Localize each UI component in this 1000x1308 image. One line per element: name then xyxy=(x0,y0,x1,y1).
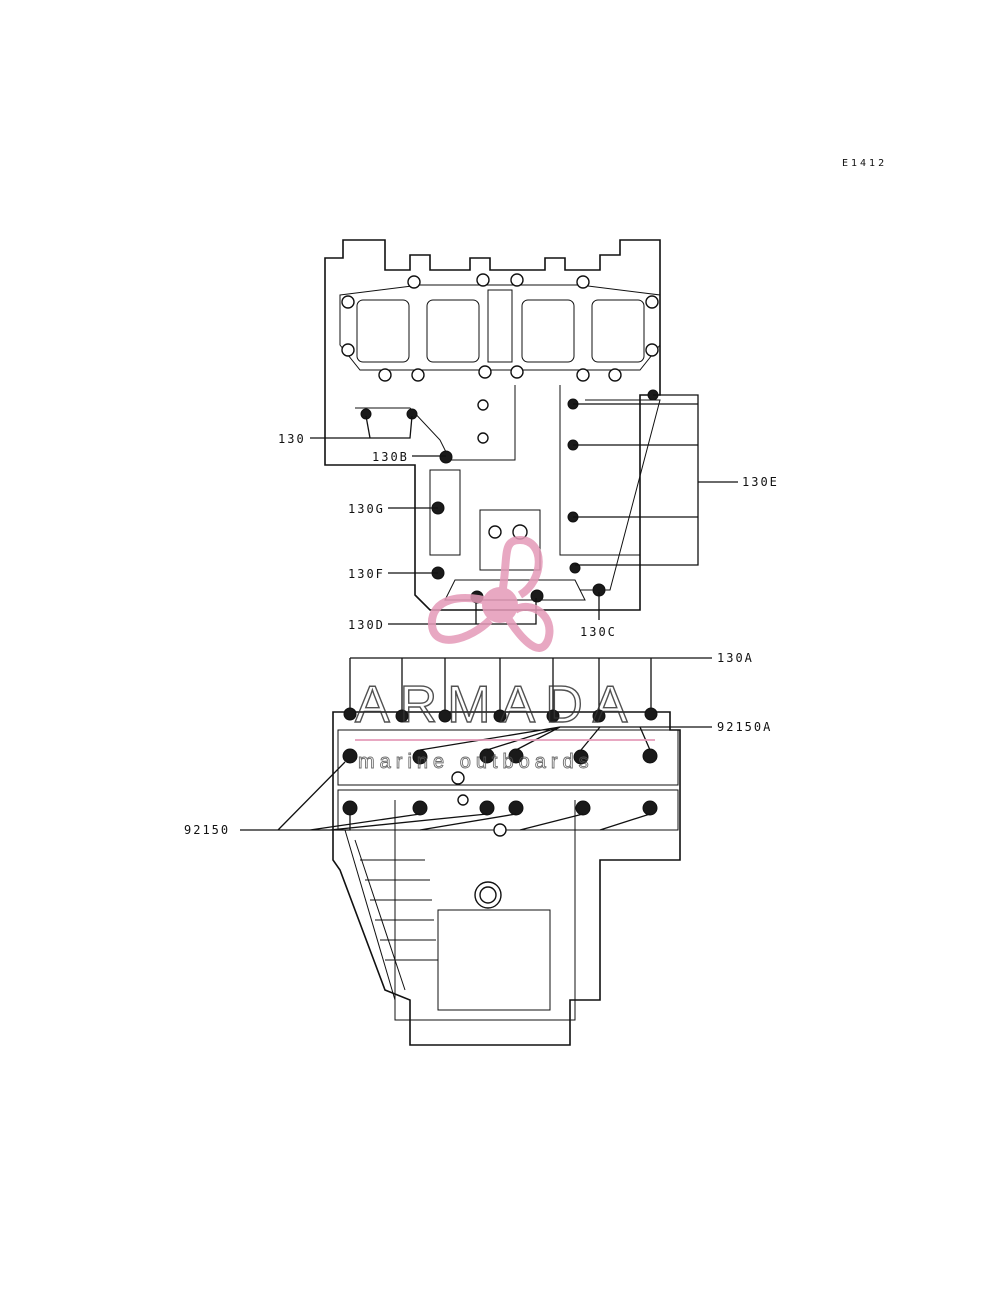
callout-130A: 130A xyxy=(717,651,754,665)
callout-130E: 130E xyxy=(742,475,779,489)
callout-130G: 130G xyxy=(348,502,385,516)
armada-watermark: ARMADA marine outboards xyxy=(354,535,655,773)
watermark-tagline: marine outboards xyxy=(358,751,594,773)
diagram-code: E1412 xyxy=(842,158,887,169)
leader-lines xyxy=(240,394,738,831)
callout-labels: 130 130B 130G 130F 130D 130C 130E 130A 9… xyxy=(184,432,779,837)
callout-130C: 130C xyxy=(580,625,617,639)
callout-92150: 92150 xyxy=(184,823,230,837)
callout-92150A: 92150A xyxy=(717,720,772,734)
callout-130F: 130F xyxy=(348,567,385,581)
propeller-logo-icon xyxy=(427,535,554,652)
lower-crankcase xyxy=(332,707,681,1046)
callout-130: 130 xyxy=(278,432,306,446)
callout-130B: 130B xyxy=(372,450,409,464)
upper-crankcase xyxy=(324,239,661,611)
callout-130D: 130D xyxy=(348,618,385,632)
watermark-brand: ARMADA xyxy=(355,676,637,734)
